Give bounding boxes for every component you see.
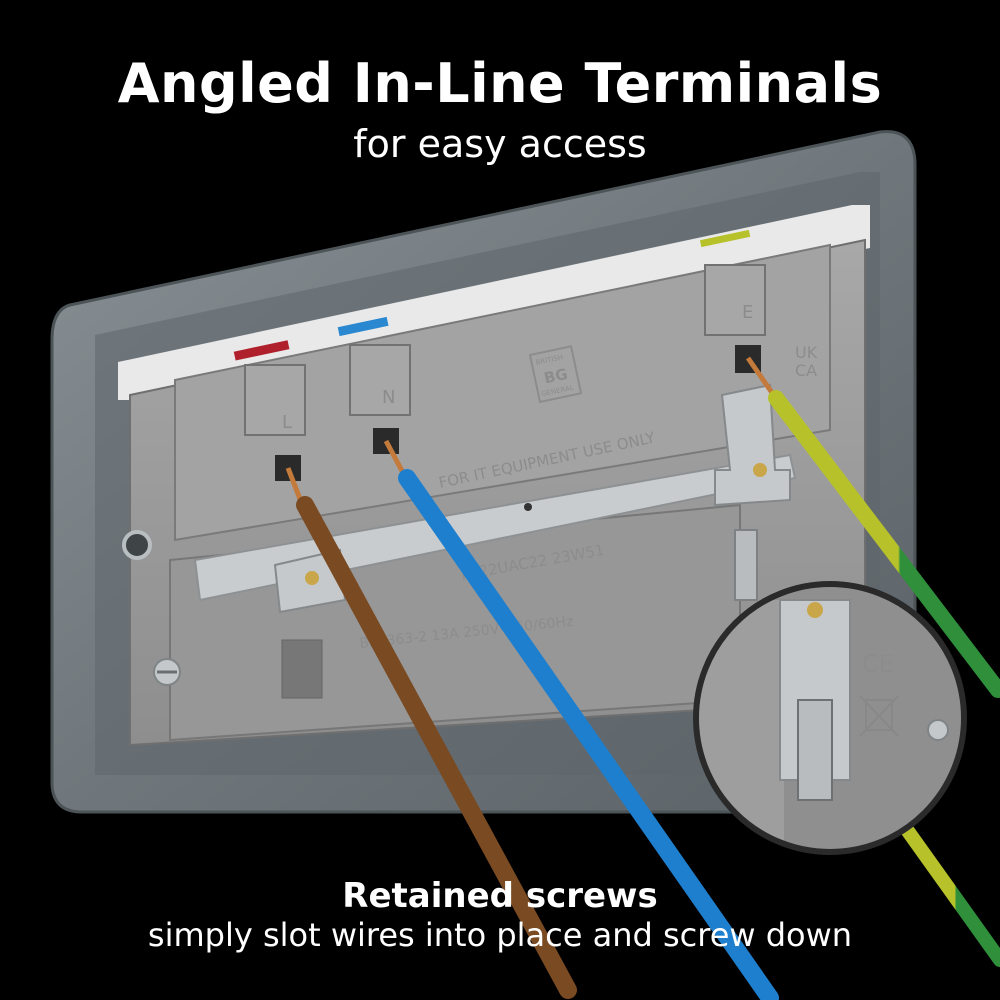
inset-clamp-rivet — [807, 602, 823, 618]
headline-subtitle: for easy access — [353, 122, 647, 166]
bracket-rivet — [524, 503, 532, 511]
svg-text:BG: BG — [542, 365, 569, 388]
earth-color-tag — [699, 229, 751, 248]
white-gasket — [118, 205, 870, 400]
live-color-tag — [233, 340, 290, 361]
neutral-color-tag — [337, 316, 389, 337]
earth-terminal-block — [704, 264, 766, 336]
earth-wire — [768, 390, 1000, 698]
earth-clamp-screw — [753, 463, 767, 477]
inset-retained-screw — [797, 699, 833, 801]
inset-side-screw — [927, 719, 949, 741]
terminal-live-label: L — [282, 412, 292, 433]
live-wire — [296, 496, 577, 999]
live-clamp-screw — [305, 571, 319, 585]
inset-earth-clamp — [779, 599, 851, 781]
ce-mark: CE — [862, 650, 894, 678]
weee-bin-icon — [859, 695, 899, 737]
neutral-wire — [398, 469, 779, 1000]
headline-title: Angled In-Line Terminals — [117, 52, 883, 115]
neutral-terminal-block — [349, 344, 411, 416]
ukca-mark-line1: UK — [795, 343, 818, 362]
retained-screw — [734, 529, 758, 601]
ukca-mark-line2: CA — [795, 361, 817, 380]
caption-title: Retained screws — [342, 876, 658, 916]
live-terminal-block — [244, 364, 306, 436]
terminal-earth-label: E — [742, 302, 753, 323]
housing-upper-block — [174, 243, 831, 542]
earth-wire-tail — [893, 813, 1000, 967]
empty-slot — [281, 639, 323, 699]
terminal-neutral-label: N — [382, 387, 395, 408]
earth-clamp — [714, 383, 791, 507]
fixing-hole-left — [122, 530, 152, 560]
zoom-inset: CE — [693, 581, 967, 855]
caption-body: simply slot wires into place and screw d… — [147, 916, 853, 954]
